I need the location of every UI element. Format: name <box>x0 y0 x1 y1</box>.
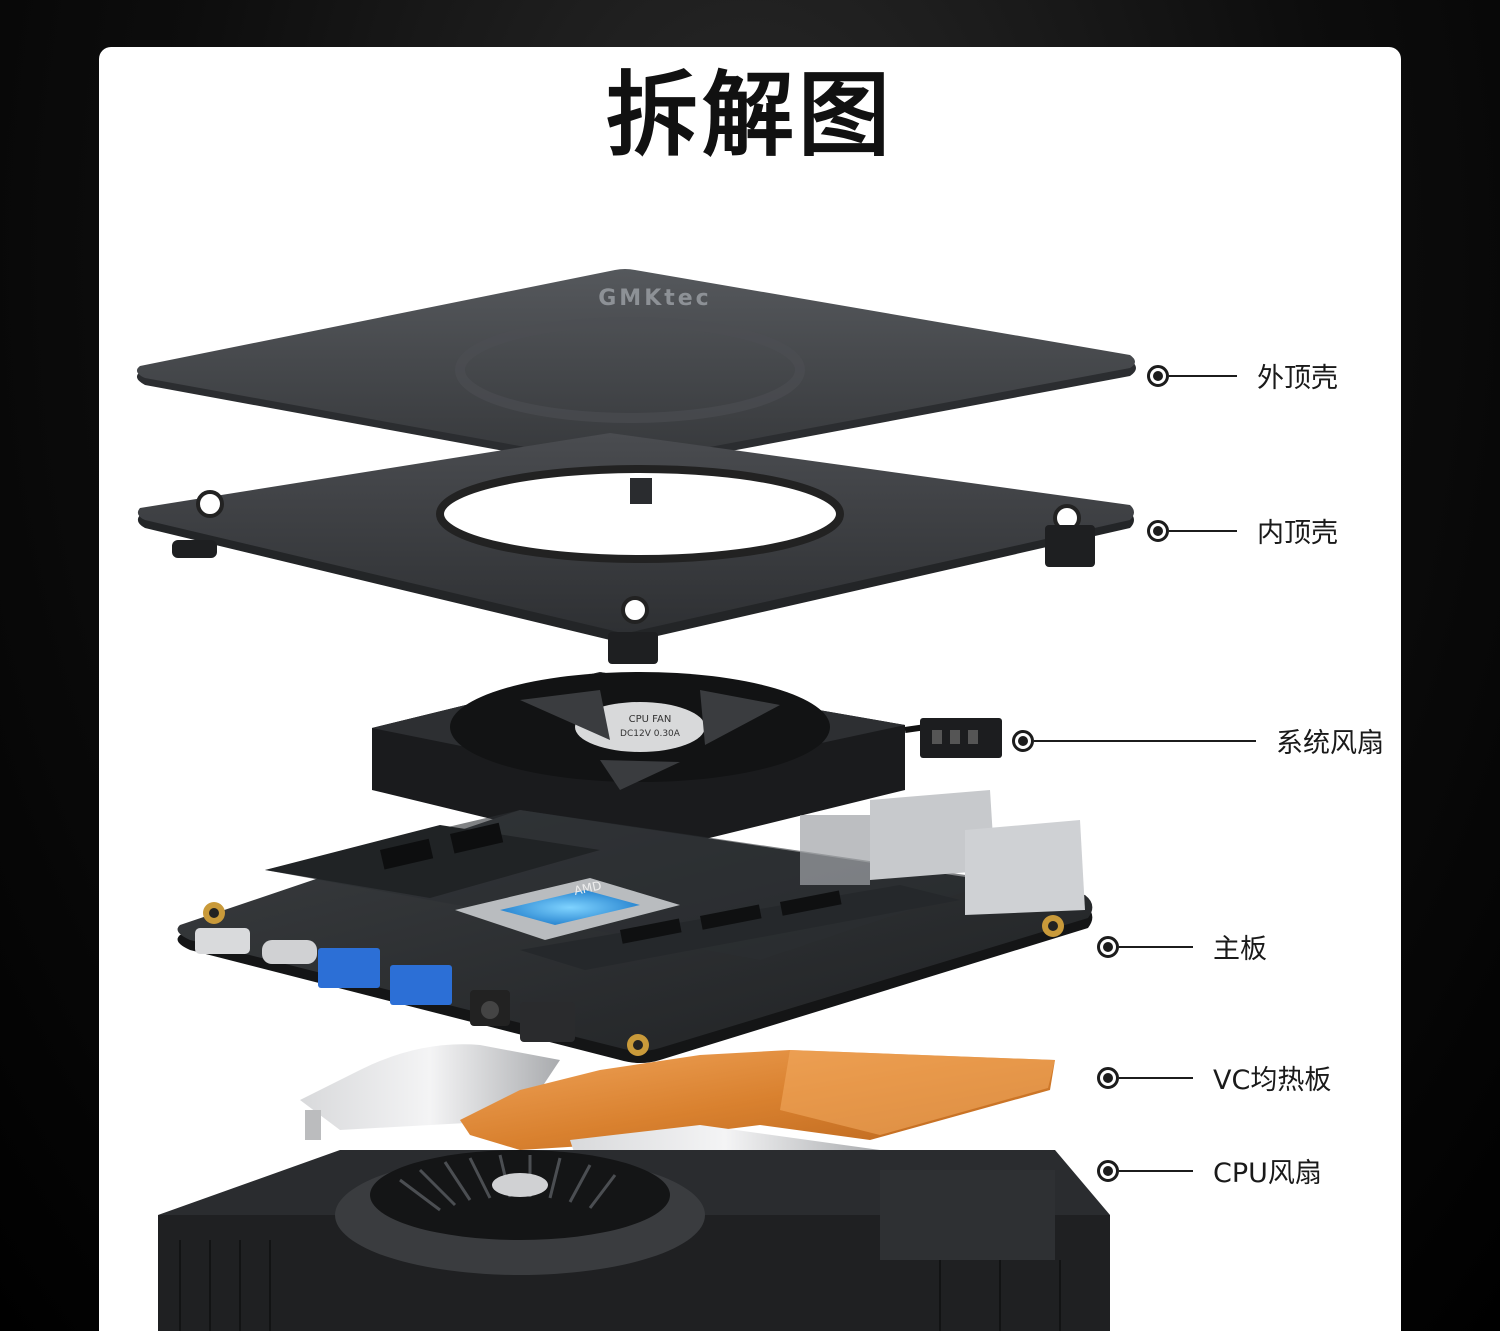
callout-marker-icon <box>1147 364 1169 387</box>
callout-inner-top-shell: 内顶壳 <box>1147 511 1338 550</box>
callout-marker-icon <box>1012 729 1034 752</box>
callout-label: 主板 <box>1213 934 1267 965</box>
callout-label: VC均热板 <box>1213 1065 1332 1096</box>
callout-motherboard: 主板 <box>1097 927 1267 966</box>
callout-system-fan: 系统风扇 <box>1012 721 1384 760</box>
callout-outer-top-shell: 外顶壳 <box>1147 356 1338 395</box>
motherboard: AMD <box>177 790 1093 1063</box>
fan-label-line-1: CPU FAN <box>629 714 672 725</box>
callout-cpu-fan: CPU风扇 <box>1097 1151 1322 1190</box>
callout-leader-line <box>1119 945 1193 948</box>
callout-leader-line <box>1169 529 1237 532</box>
brand-logo: GMKtec <box>598 286 711 311</box>
callout-label: 内顶壳 <box>1257 518 1338 549</box>
callout-leader-line <box>1119 1076 1193 1079</box>
callout-marker-icon <box>1097 1066 1119 1089</box>
callout-marker-icon <box>1147 519 1169 542</box>
callout-marker-icon <box>1097 1159 1119 1182</box>
callout-leader-line <box>1119 1169 1193 1172</box>
callout-marker-icon <box>1097 935 1119 958</box>
callout-vapor-chamber: VC均热板 <box>1097 1058 1331 1097</box>
callout-label: 系统风扇 <box>1276 728 1384 759</box>
system-fan: CPU FAN DC12V 0.30A <box>372 672 1002 855</box>
callout-leader-line <box>1169 374 1237 377</box>
callout-leader-line <box>1034 739 1256 742</box>
page-title: 拆解图 <box>605 62 894 169</box>
fan-label-line-2: DC12V 0.30A <box>620 729 681 739</box>
outer-top-shell: GMKtec <box>136 269 1136 472</box>
chip-label: AMD <box>573 878 603 897</box>
callout-label: CPU风扇 <box>1213 1158 1322 1189</box>
callout-label: 外顶壳 <box>1257 363 1338 394</box>
cpu-fan-and-chassis <box>158 1150 1110 1331</box>
inner-top-shell <box>137 433 1135 664</box>
